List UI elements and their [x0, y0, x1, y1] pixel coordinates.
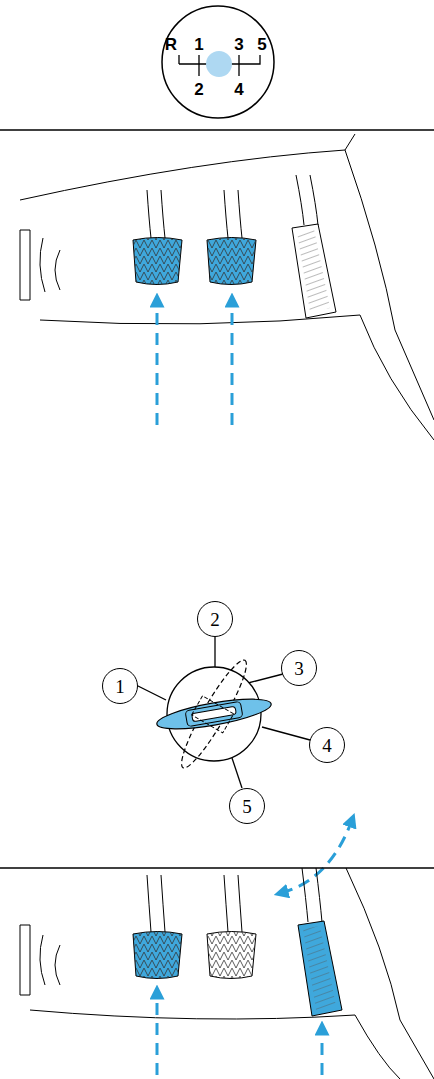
callout-circle: 5 — [229, 788, 265, 824]
callout-number: 5 — [242, 797, 252, 816]
gear-label: 3 — [234, 36, 243, 53]
callout-circle: 2 — [197, 601, 233, 637]
clutch-pedal — [133, 932, 182, 979]
accelerator-pedal — [292, 224, 336, 318]
press-arrows — [157, 300, 232, 425]
brake-pedal — [207, 932, 256, 979]
accelerator-pedal — [298, 921, 342, 1016]
callout-circle: 4 — [309, 727, 345, 763]
turn-arrow — [281, 820, 352, 893]
brake-pedal — [207, 238, 256, 285]
gear-label: 4 — [234, 81, 243, 98]
press-arrows — [157, 992, 322, 1075]
gear-label: 1 — [194, 36, 203, 53]
callout-number: 3 — [294, 659, 304, 678]
clutch-pedal — [133, 238, 182, 285]
callout-number: 2 — [210, 610, 220, 629]
gear-label: 2 — [194, 81, 203, 98]
callout-number: 1 — [115, 677, 125, 696]
gear-label: R — [165, 36, 177, 53]
gear-label: 5 — [257, 36, 266, 53]
callout-circle: 3 — [281, 650, 317, 686]
callout-circle: 1 — [102, 668, 138, 704]
callout-number: 4 — [322, 736, 332, 755]
